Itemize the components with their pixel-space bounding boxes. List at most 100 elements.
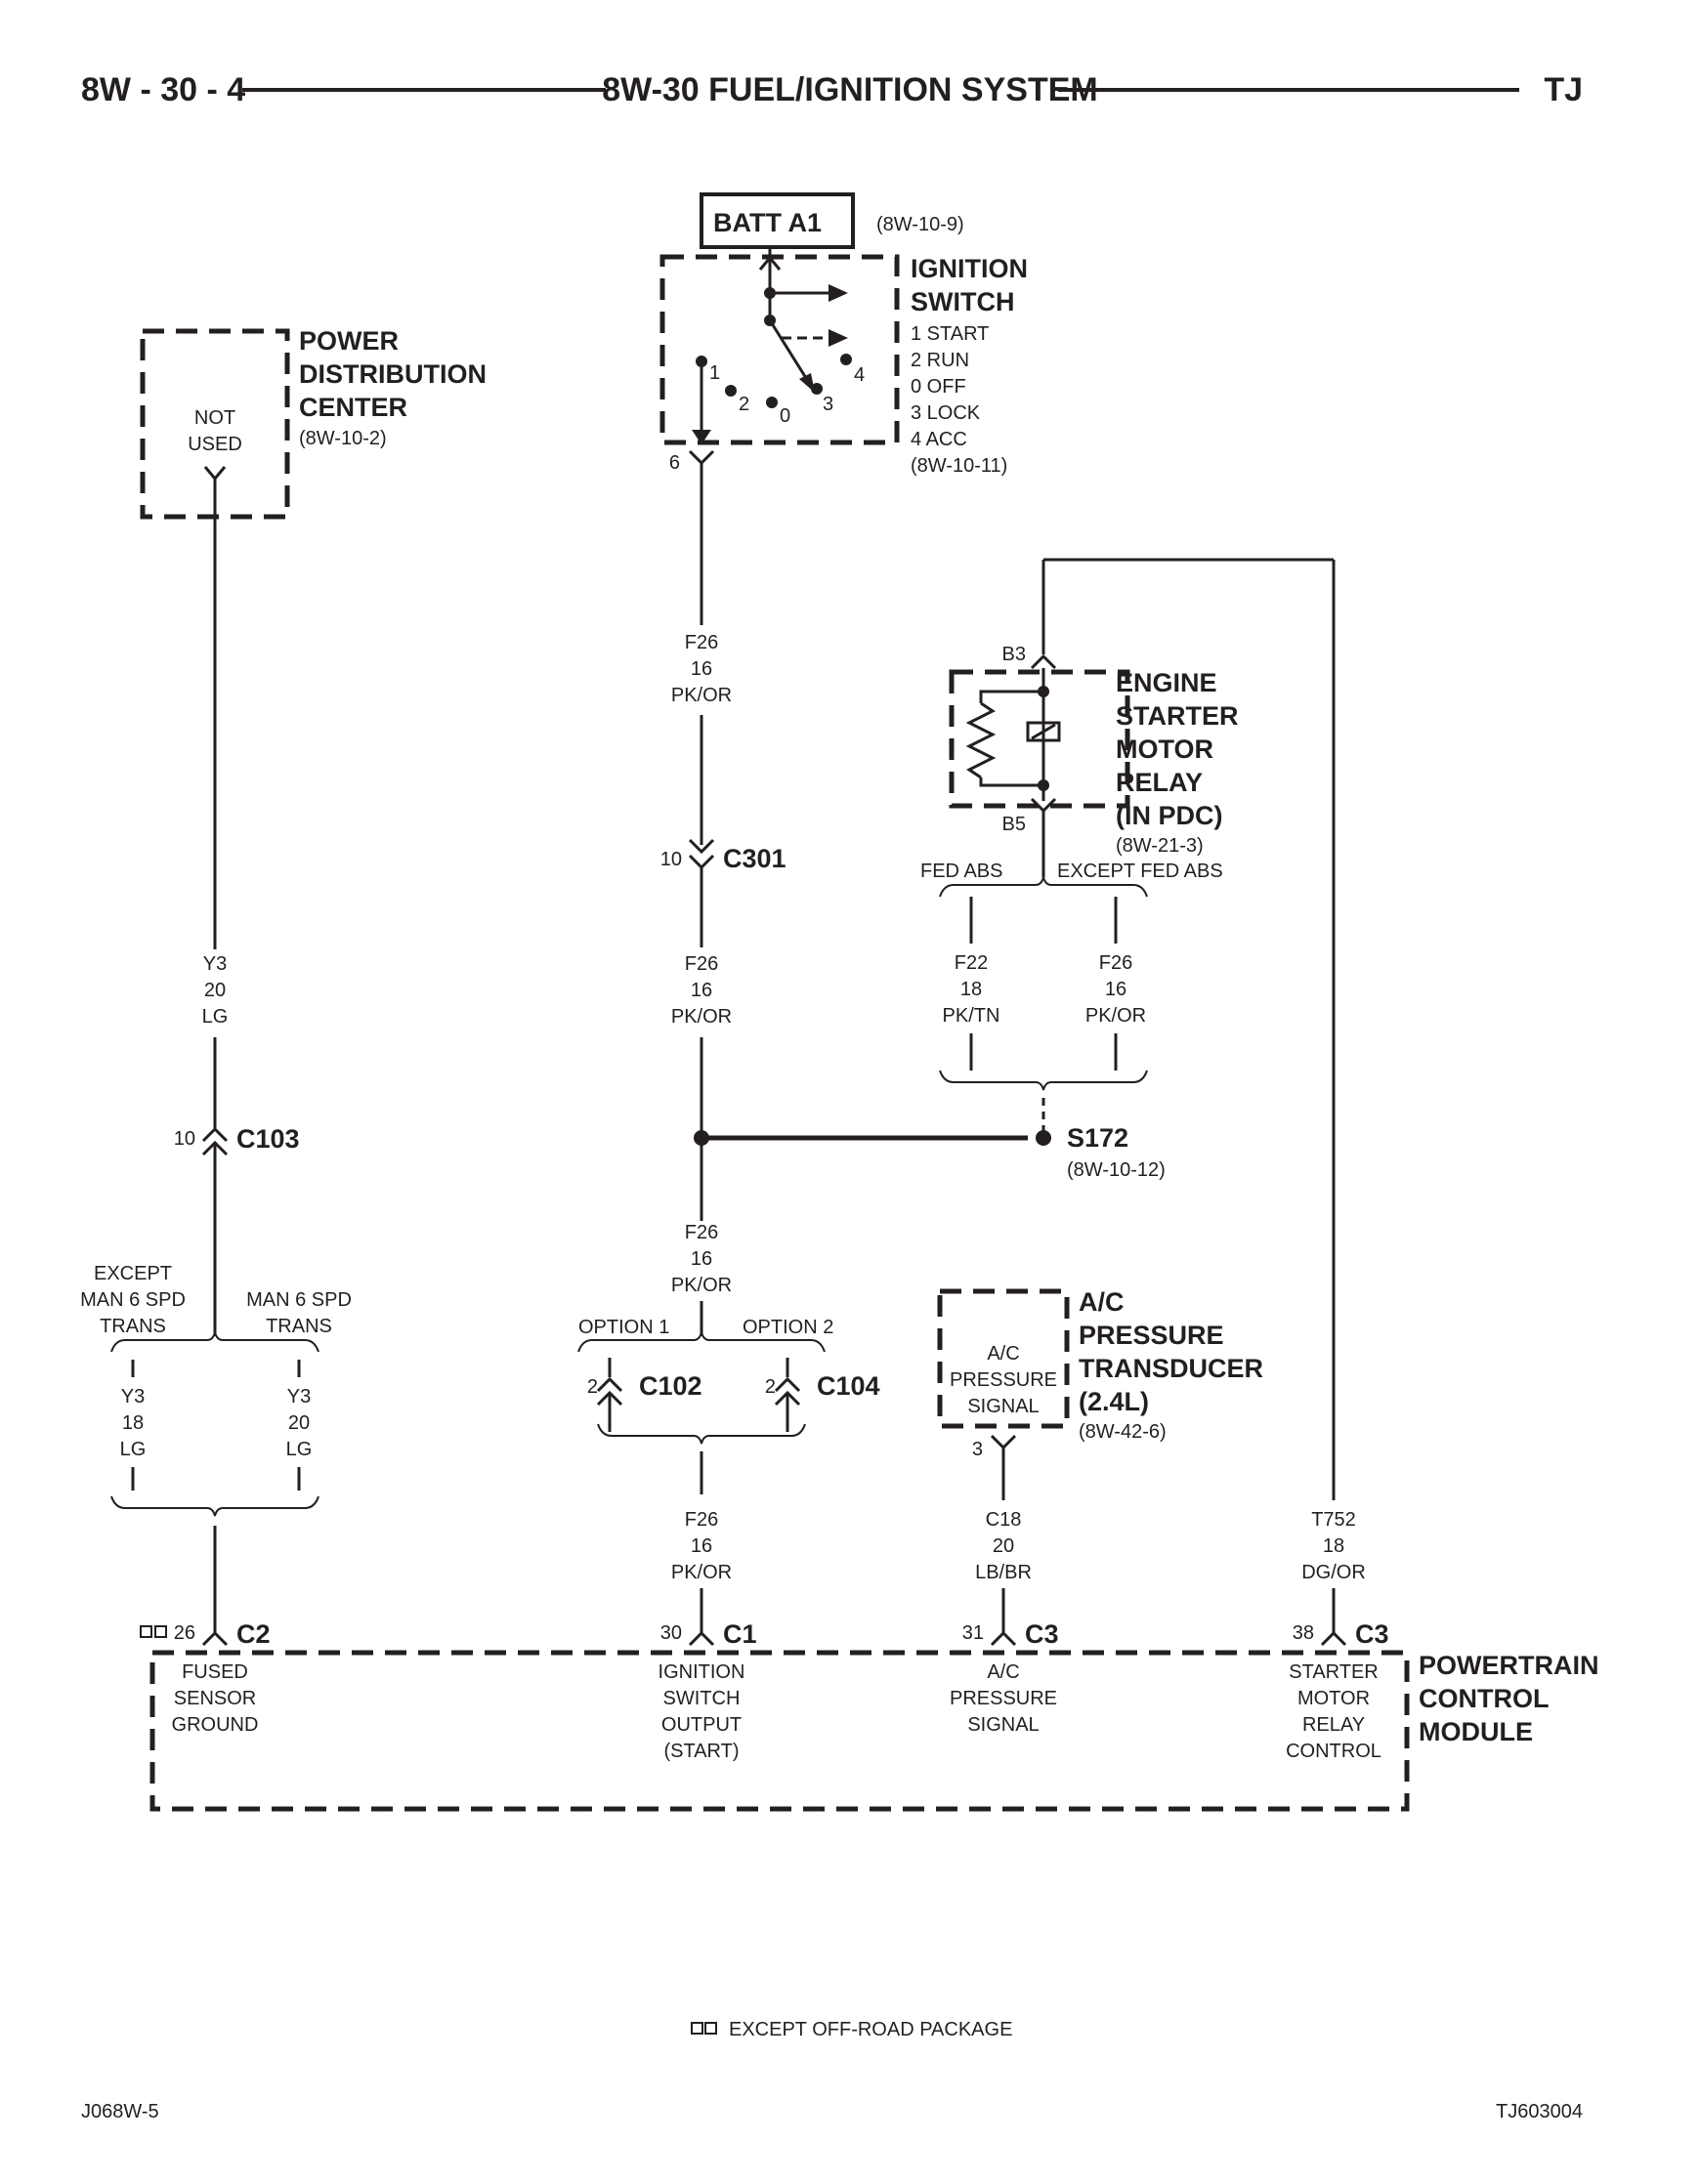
ac-ref: (8W-42-6): [1079, 1421, 1167, 1443]
pcm-pin-30: 30 C1 IGNITION SWITCH OUTPUT (START): [659, 1619, 757, 1762]
c102-pin: 2: [587, 1376, 598, 1398]
contact-label-3: 3: [823, 394, 833, 415]
pin-desc: A/C: [987, 1661, 1019, 1683]
svg-text:16: 16: [691, 980, 712, 1001]
wire-label-f26-b: F26 16 PK/OR: [671, 953, 732, 1028]
c102-top: [596, 1376, 623, 1393]
pdc-name-3: CENTER: [299, 393, 407, 422]
svg-text:F26: F26: [1099, 952, 1132, 974]
pin-desc: IGNITION: [659, 1661, 745, 1683]
contact-label-2: 2: [739, 394, 749, 415]
resistor-icon: [965, 701, 997, 779]
wire-label-f22: F22 18 PK/TN: [943, 952, 1000, 1027]
pin-number: 31: [962, 1622, 984, 1644]
square-icon: [704, 2022, 717, 2035]
svg-text:20: 20: [288, 1412, 310, 1434]
svg-text:PK/OR: PK/OR: [671, 685, 732, 706]
svg-text:C18: C18: [986, 1509, 1022, 1531]
svg-text:F22: F22: [955, 952, 988, 974]
svg-text:PK/TN: PK/TN: [943, 1005, 1000, 1027]
option-man6-2: TRANS: [266, 1316, 332, 1337]
batt-ref: (8W-10-9): [876, 214, 964, 235]
pin-desc: (START): [663, 1741, 739, 1762]
c104-label: C104: [817, 1371, 880, 1401]
ac-name-1: A/C: [1079, 1287, 1125, 1317]
pin-6-connector: [688, 449, 715, 466]
ac-pin-label: 3: [972, 1439, 983, 1460]
pin-number: 26: [174, 1622, 195, 1644]
svg-text:Y3: Y3: [287, 1386, 311, 1407]
wire-label-f26-a: F26 16 PK/OR: [671, 632, 732, 706]
pin-desc: GROUND: [172, 1714, 259, 1736]
svg-text:LG: LG: [286, 1439, 313, 1460]
c102-label: C102: [639, 1371, 702, 1401]
svg-text:18: 18: [122, 1412, 144, 1434]
wire-label-f26-c: F26 16 PK/OR: [671, 1222, 732, 1296]
ac-name-4: (2.4L): [1079, 1387, 1149, 1416]
left-circuit: Y3 20 LG 10 C103 EXCEPT MAN 6 SPD TRANS …: [80, 479, 352, 1633]
connector-label: C3: [1355, 1619, 1389, 1649]
svg-text:LB/BR: LB/BR: [975, 1562, 1032, 1583]
svg-text:18: 18: [960, 979, 982, 1000]
pin-desc: CONTROL: [1286, 1741, 1381, 1762]
right-circuit: T752 18 DG/OR: [1301, 560, 1366, 1633]
b3-pin: [1030, 653, 1057, 670]
relay-name-1: ENGINE: [1116, 668, 1217, 697]
square-icon: [154, 1625, 167, 1638]
relay-name-4: RELAY: [1116, 768, 1203, 797]
svg-text:PK/OR: PK/OR: [671, 1562, 732, 1583]
ac-inner-3: SIGNAL: [967, 1396, 1039, 1417]
option-1-label: OPTION 1: [578, 1317, 669, 1338]
pin-connector: [688, 1630, 715, 1647]
position-run: 2 RUN: [911, 350, 969, 371]
switch-contact-0: [766, 397, 778, 408]
svg-text:F26: F26: [685, 953, 718, 975]
position-off: 0 OFF: [911, 376, 966, 398]
legend-text: EXCEPT OFF-ROAD PACKAGE: [729, 2019, 1012, 2040]
powertrain-control-module: POWERTRAIN CONTROL MODULE 26 C2 FUSED SE…: [140, 1619, 1599, 1812]
option-except-1: EXCEPT: [94, 1263, 172, 1284]
relay-name-2: STARTER: [1116, 701, 1239, 731]
coil-icon: [1026, 721, 1061, 742]
batt-box: [700, 192, 855, 249]
svg-text:T752: T752: [1311, 1509, 1356, 1531]
pcm-pin-38: 38 C3 STARTER MOTOR RELAY CONTROL: [1286, 1619, 1388, 1762]
starter-relay: B3 B5 ENGINE STARTER MOTOR RELAY (IN PDC…: [920, 558, 1334, 1131]
svg-text:F26: F26: [685, 1222, 718, 1243]
pcm-pin-31: 31 C3 A/C PRESSURE SIGNAL: [950, 1619, 1059, 1736]
svg-text:PK/OR: PK/OR: [671, 1006, 732, 1028]
abs-brace-top: [939, 876, 1148, 898]
position-start: 1 START: [911, 323, 989, 345]
abs-brace-bottom: [939, 1070, 1148, 1091]
ac-name-2: PRESSURE: [1079, 1321, 1224, 1350]
c103-top: [201, 1126, 229, 1143]
option-except-2: MAN 6 SPD: [80, 1289, 186, 1311]
pin-desc: FUSED: [182, 1661, 248, 1683]
page-title: 8W-30 FUEL/IGNITION SYSTEM: [602, 71, 1097, 108]
trans-brace-bottom: [110, 1495, 319, 1517]
svg-text:16: 16: [1105, 979, 1126, 1000]
c104-pin: 2: [765, 1376, 776, 1398]
connector-label: C1: [723, 1619, 757, 1649]
pin-desc: SENSOR: [174, 1688, 256, 1709]
ac-pin-3: [990, 1434, 1017, 1450]
right-code: TJ603004: [1496, 2101, 1583, 2122]
model-code: TJ: [1544, 71, 1583, 108]
option-brace-top: [577, 1331, 826, 1353]
option-brace-bottom: [597, 1423, 806, 1445]
svg-text:16: 16: [691, 1248, 712, 1270]
arrow-icon: [799, 373, 815, 393]
svg-text:DG/OR: DG/OR: [1301, 1562, 1366, 1583]
ac-name-3: TRANSDUCER: [1079, 1354, 1263, 1383]
pcm-name-1: POWERTRAIN: [1419, 1651, 1599, 1680]
connector-label: C2: [236, 1619, 271, 1649]
pin-desc: SWITCH: [663, 1688, 741, 1709]
resistor-lead-bot: [979, 777, 1043, 787]
center-circuit: F26 16 PK/OR 10 C301 F26 16 PK/OR S172 (…: [577, 463, 1166, 1633]
option-except-3: TRANS: [100, 1316, 166, 1337]
svg-text:PK/OR: PK/OR: [1085, 1005, 1146, 1027]
pin-desc: PRESSURE: [950, 1688, 1057, 1709]
ignition-switch-box: [659, 254, 900, 445]
pdc-pin: [203, 466, 227, 482]
